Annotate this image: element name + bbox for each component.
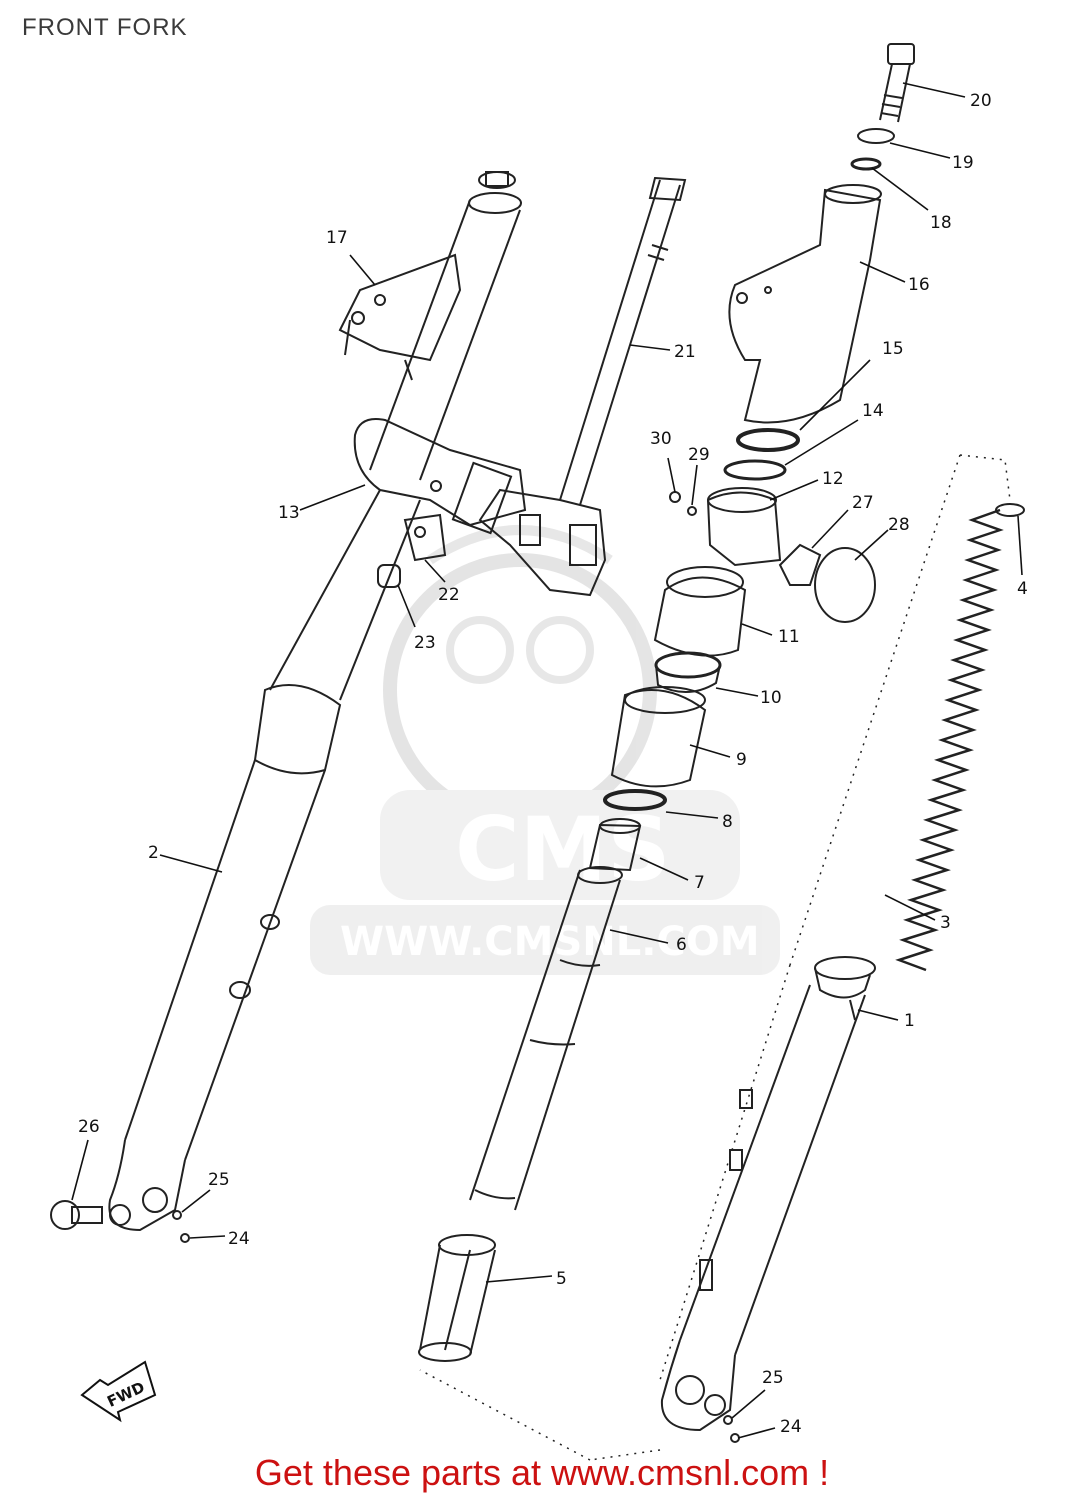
callout-11: 11 bbox=[778, 627, 800, 647]
watermark-brand: CMS bbox=[455, 798, 671, 901]
callout-24-right: 24 bbox=[780, 1417, 802, 1437]
callout-9: 9 bbox=[736, 750, 747, 770]
callout-15: 15 bbox=[882, 339, 904, 359]
callout-12: 12 bbox=[822, 469, 844, 489]
callout-21: 21 bbox=[674, 342, 696, 362]
watermark: CMS WWW.CMSNL.COM bbox=[310, 525, 780, 975]
callout-27: 27 bbox=[852, 493, 874, 513]
callout-19: 19 bbox=[952, 153, 974, 173]
callout-16: 16 bbox=[908, 275, 930, 295]
callout-3: 3 bbox=[940, 913, 951, 933]
footer-promo-text: Get these parts at www.cmsnl.com ! bbox=[254, 1452, 830, 1493]
callout-7: 7 bbox=[694, 873, 705, 893]
callout-24-left: 24 bbox=[228, 1229, 250, 1249]
callout-18: 18 bbox=[930, 213, 952, 233]
callout-14: 14 bbox=[862, 401, 884, 421]
callout-25-left: 25 bbox=[208, 1170, 230, 1190]
callout-13: 13 bbox=[278, 503, 300, 523]
callout-4: 4 bbox=[1017, 579, 1028, 599]
callout-23: 23 bbox=[414, 633, 436, 653]
callout-29: 29 bbox=[688, 445, 710, 465]
callout-10: 10 bbox=[760, 688, 782, 708]
callout-6: 6 bbox=[676, 935, 687, 955]
callout-28: 28 bbox=[888, 515, 910, 535]
callout-2: 2 bbox=[148, 843, 159, 863]
callout-labels: 1 2 3 4 5 6 7 8 9 10 11 12 13 14 15 16 1… bbox=[78, 91, 1028, 1437]
right-fork-assembly bbox=[419, 454, 1025, 1461]
watermark-url: WWW.CMSNL.COM bbox=[340, 919, 760, 965]
callout-5: 5 bbox=[556, 1269, 567, 1289]
callout-20: 20 bbox=[970, 91, 992, 111]
callout-8: 8 bbox=[722, 812, 733, 832]
page-title: FRONT FORK bbox=[22, 14, 188, 41]
left-fork-assembly bbox=[50, 171, 527, 1243]
callout-1: 1 bbox=[904, 1011, 915, 1031]
callout-17: 17 bbox=[326, 228, 348, 248]
fork-spring bbox=[895, 508, 1004, 972]
callout-25-right: 25 bbox=[762, 1368, 784, 1388]
callout-22: 22 bbox=[438, 585, 460, 605]
leader-lines bbox=[71, 82, 1023, 1439]
callout-26: 26 bbox=[78, 1117, 100, 1137]
callout-30: 30 bbox=[650, 429, 672, 449]
forward-direction-arrow: FWD bbox=[80, 1360, 157, 1423]
